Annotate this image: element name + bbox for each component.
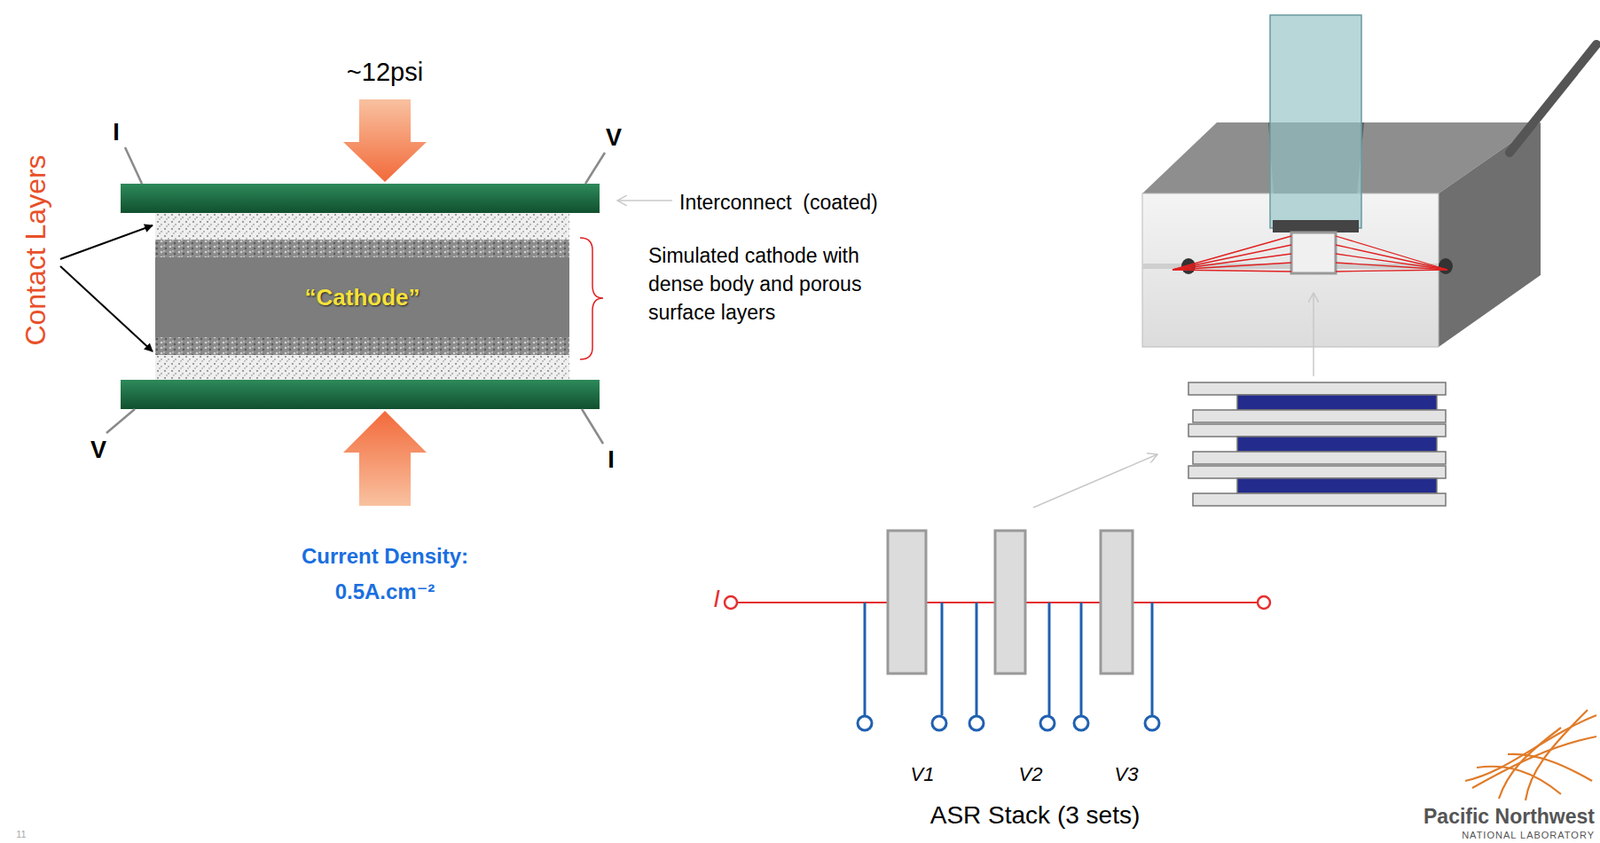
layer-label: Contact Layers bbox=[19, 154, 53, 346]
part-label: Interconnect (coated) bbox=[679, 190, 879, 214]
page-number: 11 bbox=[15, 828, 26, 840]
terminal-label: V bbox=[605, 124, 622, 152]
signal-name: V1 bbox=[910, 762, 935, 785]
terminal-label: V bbox=[90, 436, 107, 464]
note: Current Density: bbox=[301, 543, 469, 569]
note: 0.5A.cm⁻² bbox=[335, 579, 436, 604]
pointer-arrow bbox=[60, 266, 153, 352]
signal-name: I bbox=[713, 585, 721, 613]
porous-layer bbox=[155, 239, 570, 258]
caption-label: ASR Stack (3 sets) bbox=[930, 800, 1141, 830]
signal-name: V3 bbox=[1114, 762, 1139, 785]
cathode-band: “Cathode” bbox=[155, 257, 570, 338]
test-fixture bbox=[1142, 15, 1597, 347]
pressure-arrow bbox=[343, 410, 427, 506]
dense-body bbox=[155, 257, 570, 338]
interconnect-plate bbox=[120, 379, 600, 409]
contact-layer bbox=[155, 212, 570, 240]
signal-name: V2 bbox=[1019, 762, 1044, 785]
pointer-arrow bbox=[1033, 454, 1158, 508]
pointer-arrow bbox=[60, 225, 153, 259]
circuit bbox=[724, 530, 1271, 730]
porous-layer bbox=[155, 337, 570, 355]
pointer-arrow bbox=[1312, 292, 1315, 377]
lead-wires bbox=[106, 147, 605, 444]
logo-text: NATIONAL LABORATORY bbox=[1461, 829, 1595, 841]
pressure-arrow bbox=[343, 99, 427, 182]
part-label: Simulated cathode with dense body and po… bbox=[648, 241, 890, 327]
pointer-arrow bbox=[617, 199, 673, 202]
logo-text: Pacific Northwest bbox=[1423, 804, 1595, 828]
force-label: ~12psi bbox=[346, 57, 424, 87]
interconnect-plate bbox=[120, 183, 600, 213]
logo-mark bbox=[1465, 709, 1597, 800]
node-label: “Cathode” bbox=[305, 283, 421, 312]
bracket bbox=[580, 237, 604, 360]
terminal-label: I bbox=[607, 446, 615, 474]
asr-stack bbox=[1188, 382, 1446, 506]
terminal-label: I bbox=[112, 118, 120, 147]
contact-layer bbox=[155, 354, 570, 380]
